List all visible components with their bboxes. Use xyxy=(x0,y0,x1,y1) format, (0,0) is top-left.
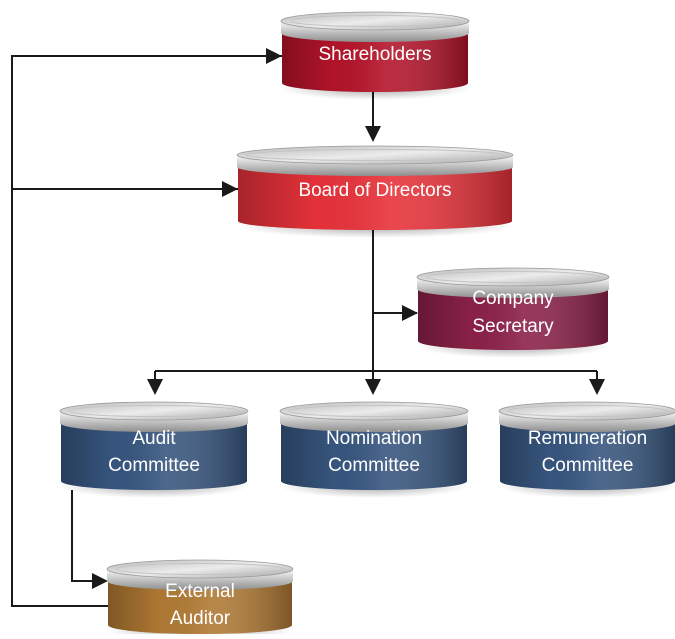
node-label: Committee xyxy=(328,455,420,476)
arrowhead-board-top xyxy=(365,126,381,142)
node-lid xyxy=(416,267,610,287)
node-shareholders: Shareholders xyxy=(280,11,470,100)
arrowhead-auditor xyxy=(92,573,108,589)
node-label: Audit xyxy=(132,428,176,449)
node-label: Remuneration xyxy=(528,428,647,449)
node-lid xyxy=(236,145,514,165)
arrowhead-audit xyxy=(147,379,163,395)
node-lid-ring xyxy=(288,405,460,417)
connector-spine-left xyxy=(11,55,282,607)
node-label: Nomination xyxy=(326,428,422,449)
node-lid-ring xyxy=(507,405,668,417)
node-board-of-directors: Board of Directors xyxy=(235,145,515,238)
node-lid xyxy=(106,559,294,579)
node-lid-ring xyxy=(115,563,285,575)
arrowheads xyxy=(92,48,605,589)
connector-audit-auditor xyxy=(71,490,106,582)
node-label: Company xyxy=(472,288,554,309)
arrowhead-secretary xyxy=(402,305,418,321)
node-label: Auditor xyxy=(170,608,231,629)
node-label: Committee xyxy=(108,455,200,476)
node-lid-ring xyxy=(68,405,240,417)
connectors xyxy=(11,55,598,607)
arrowhead-shareholders xyxy=(266,48,282,64)
node-label: Committee xyxy=(542,455,634,476)
node-lid xyxy=(280,11,470,31)
node-lid-ring xyxy=(289,15,461,27)
node-label: External xyxy=(165,581,235,602)
node-label: Board of Directors xyxy=(298,180,451,201)
node-label: Secretary xyxy=(472,316,554,337)
node-lid xyxy=(279,401,469,421)
node-lid-ring xyxy=(245,149,505,161)
node-lid xyxy=(498,401,675,421)
arrowhead-nomination xyxy=(365,379,381,395)
node-lid xyxy=(59,401,249,421)
node-lid-ring xyxy=(425,271,601,283)
arrowhead-board-left xyxy=(222,181,238,197)
node-label: Shareholders xyxy=(318,44,431,65)
arrowhead-remuneration xyxy=(589,379,605,395)
